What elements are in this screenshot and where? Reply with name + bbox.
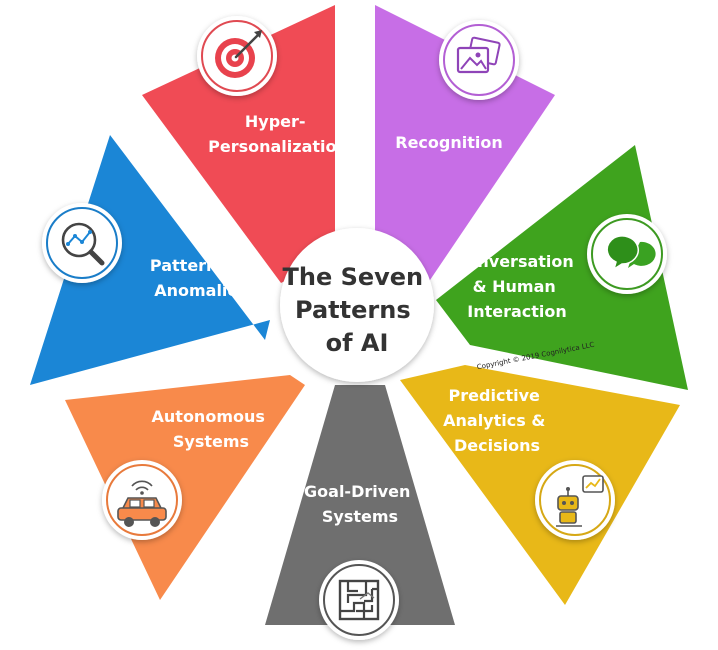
label-line: Systems — [173, 432, 249, 451]
label-line: Anomalies — [154, 281, 248, 300]
chat-bubbles-icon — [587, 214, 667, 294]
segment-hyper-personalization — [142, 5, 335, 283]
label-line: Recognition — [395, 133, 503, 152]
segment-autonomous — [65, 375, 305, 600]
label-line: Systems — [322, 507, 398, 526]
label-line: Patterns & — [150, 256, 247, 275]
label-line: Autonomous — [152, 407, 265, 426]
segment-goal-driven — [265, 385, 455, 625]
label-conversation: Conversation & Human Interaction — [455, 252, 580, 321]
label-recognition: Recognition — [395, 133, 503, 152]
center-title-line: of AI — [326, 329, 389, 357]
center-title-line: Patterns — [295, 296, 411, 324]
center-title: The Seven Patterns of AI — [282, 263, 431, 357]
maze-icon — [319, 560, 399, 640]
segment-patterns-anomalies — [30, 135, 270, 385]
autonomous-car-icon — [102, 460, 182, 540]
label-line: Interaction — [467, 302, 567, 321]
label-goal-driven: Goal-Driven Systems — [304, 482, 416, 526]
label-line: Hyper- — [245, 112, 306, 131]
label-hyper-personalization: Hyper- Personalization — [208, 112, 348, 156]
center-title-line: The Seven — [282, 263, 423, 291]
label-line: Conversation — [455, 252, 574, 271]
label-line: Goal-Driven — [304, 482, 410, 501]
center-circle — [280, 228, 434, 382]
robot-chart-icon — [535, 460, 615, 540]
label-line: Decisions — [454, 436, 540, 455]
label-line: Personalization — [208, 137, 348, 156]
label-patterns-anomalies: Patterns & Anomalies — [150, 256, 252, 300]
target-icon — [197, 16, 277, 96]
label-line: & Human — [473, 277, 556, 296]
label-line: Predictive — [449, 386, 540, 405]
image-gallery-icon — [439, 20, 519, 100]
magnifier-graph-icon — [42, 203, 122, 283]
label-line: Analytics & — [443, 411, 545, 430]
label-autonomous: Autonomous Systems — [152, 407, 271, 451]
label-predictive-analytics: Predictive Analytics & Decisions — [443, 386, 551, 455]
segment-conversation — [436, 145, 688, 390]
